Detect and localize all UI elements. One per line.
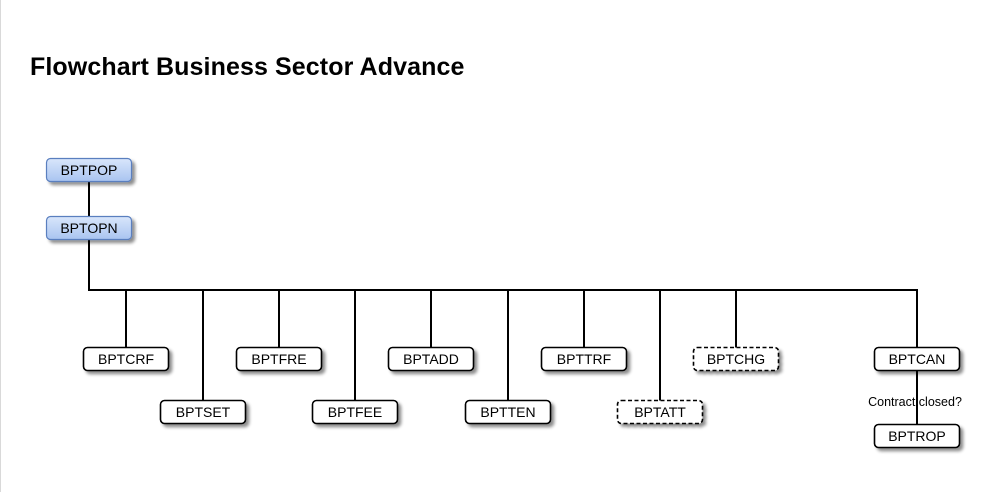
- node-bptfre: BPTFRE: [235, 346, 323, 372]
- page-left-border: [0, 0, 1, 492]
- node-bptset: BPTSET: [159, 399, 247, 425]
- node-box: [311, 399, 399, 425]
- node-box: [45, 215, 133, 241]
- node-bptpop: BPTPOP: [45, 157, 133, 183]
- node-label: BPTCAN: [889, 351, 946, 367]
- node-bptten: BPTTEN: [464, 399, 552, 425]
- node-box: [873, 423, 961, 449]
- node-label: BPTROP: [888, 428, 946, 444]
- node-label: BPTATT: [634, 404, 686, 420]
- node-bptadd: BPTADD: [387, 346, 475, 372]
- node-box: [873, 346, 961, 372]
- node-bptchg: BPTCHG: [692, 346, 780, 372]
- node-box: [159, 399, 247, 425]
- node-box: [540, 346, 628, 372]
- node-bptcan: BPTCAN: [873, 346, 961, 372]
- node-box: [82, 346, 170, 372]
- node-bptrop: BPTROP: [873, 423, 961, 449]
- node-box: [45, 157, 133, 183]
- node-bpttrf: BPTTRF: [540, 346, 628, 372]
- node-box: [616, 399, 704, 425]
- node-label: BPTFRE: [251, 351, 306, 367]
- connector-lines: Contract closed?: [88, 181, 962, 425]
- node-box: [387, 346, 475, 372]
- page-title: Flowchart Business Sector Advance: [30, 53, 465, 81]
- node-label: BPTCHG: [707, 351, 765, 367]
- node-label: BPTOPN: [60, 220, 117, 236]
- node-label: BPTFEE: [328, 404, 382, 420]
- node-label: BPTSET: [176, 404, 231, 420]
- node-box: [464, 399, 552, 425]
- node-label: BPTCRF: [98, 351, 154, 367]
- node-box: [692, 346, 780, 372]
- node-bptatt: BPTATT: [616, 399, 704, 425]
- condition-label: Contract closed?: [868, 395, 962, 409]
- node-label: BPTADD: [403, 351, 459, 367]
- node-bptopn: BPTOPN: [45, 215, 133, 241]
- node-label: BPTPOP: [61, 162, 118, 178]
- node-bptcrf: BPTCRF: [82, 346, 170, 372]
- node-label: BPTTEN: [480, 404, 535, 420]
- flowchart-nodes: BPTPOP BPTOPN BPTCRF BPTSET BPTFRE BPTFEE BPTA…: [45, 157, 961, 449]
- node-bptfee: BPTFEE: [311, 399, 399, 425]
- node-box: [235, 346, 323, 372]
- node-label: BPTTRF: [557, 351, 611, 367]
